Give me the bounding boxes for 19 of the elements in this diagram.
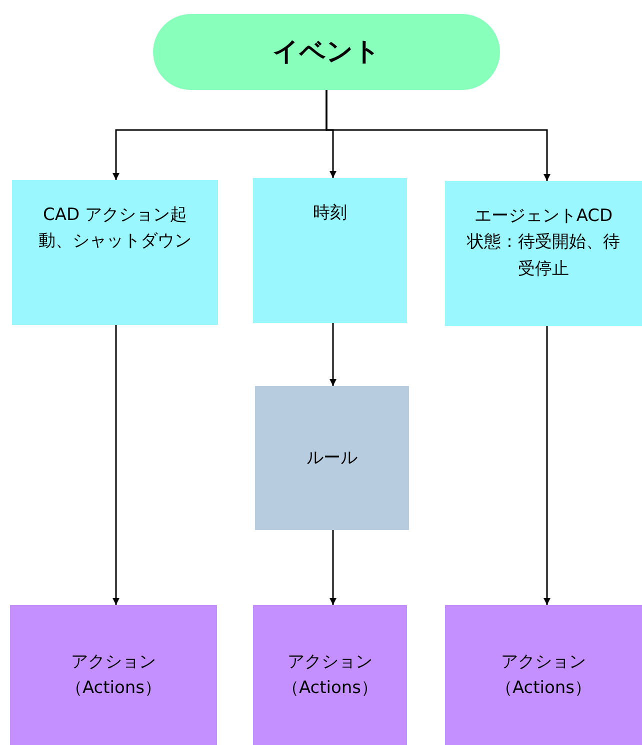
action-box — [445, 605, 642, 745]
node-label: 時刻 — [313, 202, 347, 225]
arrow — [330, 530, 336, 605]
arrow — [330, 323, 336, 386]
arrow — [326, 90, 550, 181]
trigger-box — [12, 180, 218, 325]
action-box — [253, 605, 407, 745]
arrow — [544, 326, 550, 605]
node-label: アクション（Actions） — [64, 650, 163, 700]
node-label: アクション（Actions） — [280, 650, 380, 700]
arrow — [112, 325, 120, 605]
node-label: エージェントACD 状態 : 待受開始、待受停止 — [466, 205, 621, 281]
trigger-box — [253, 178, 407, 323]
action-box — [10, 605, 217, 745]
node-label: イベント — [272, 36, 380, 69]
node-label: アクション（Actions） — [494, 650, 593, 700]
node-label: ルール — [306, 446, 358, 470]
node-label: CAD アクション起動、シャットダウン — [38, 204, 192, 254]
trigger-box — [445, 181, 642, 326]
